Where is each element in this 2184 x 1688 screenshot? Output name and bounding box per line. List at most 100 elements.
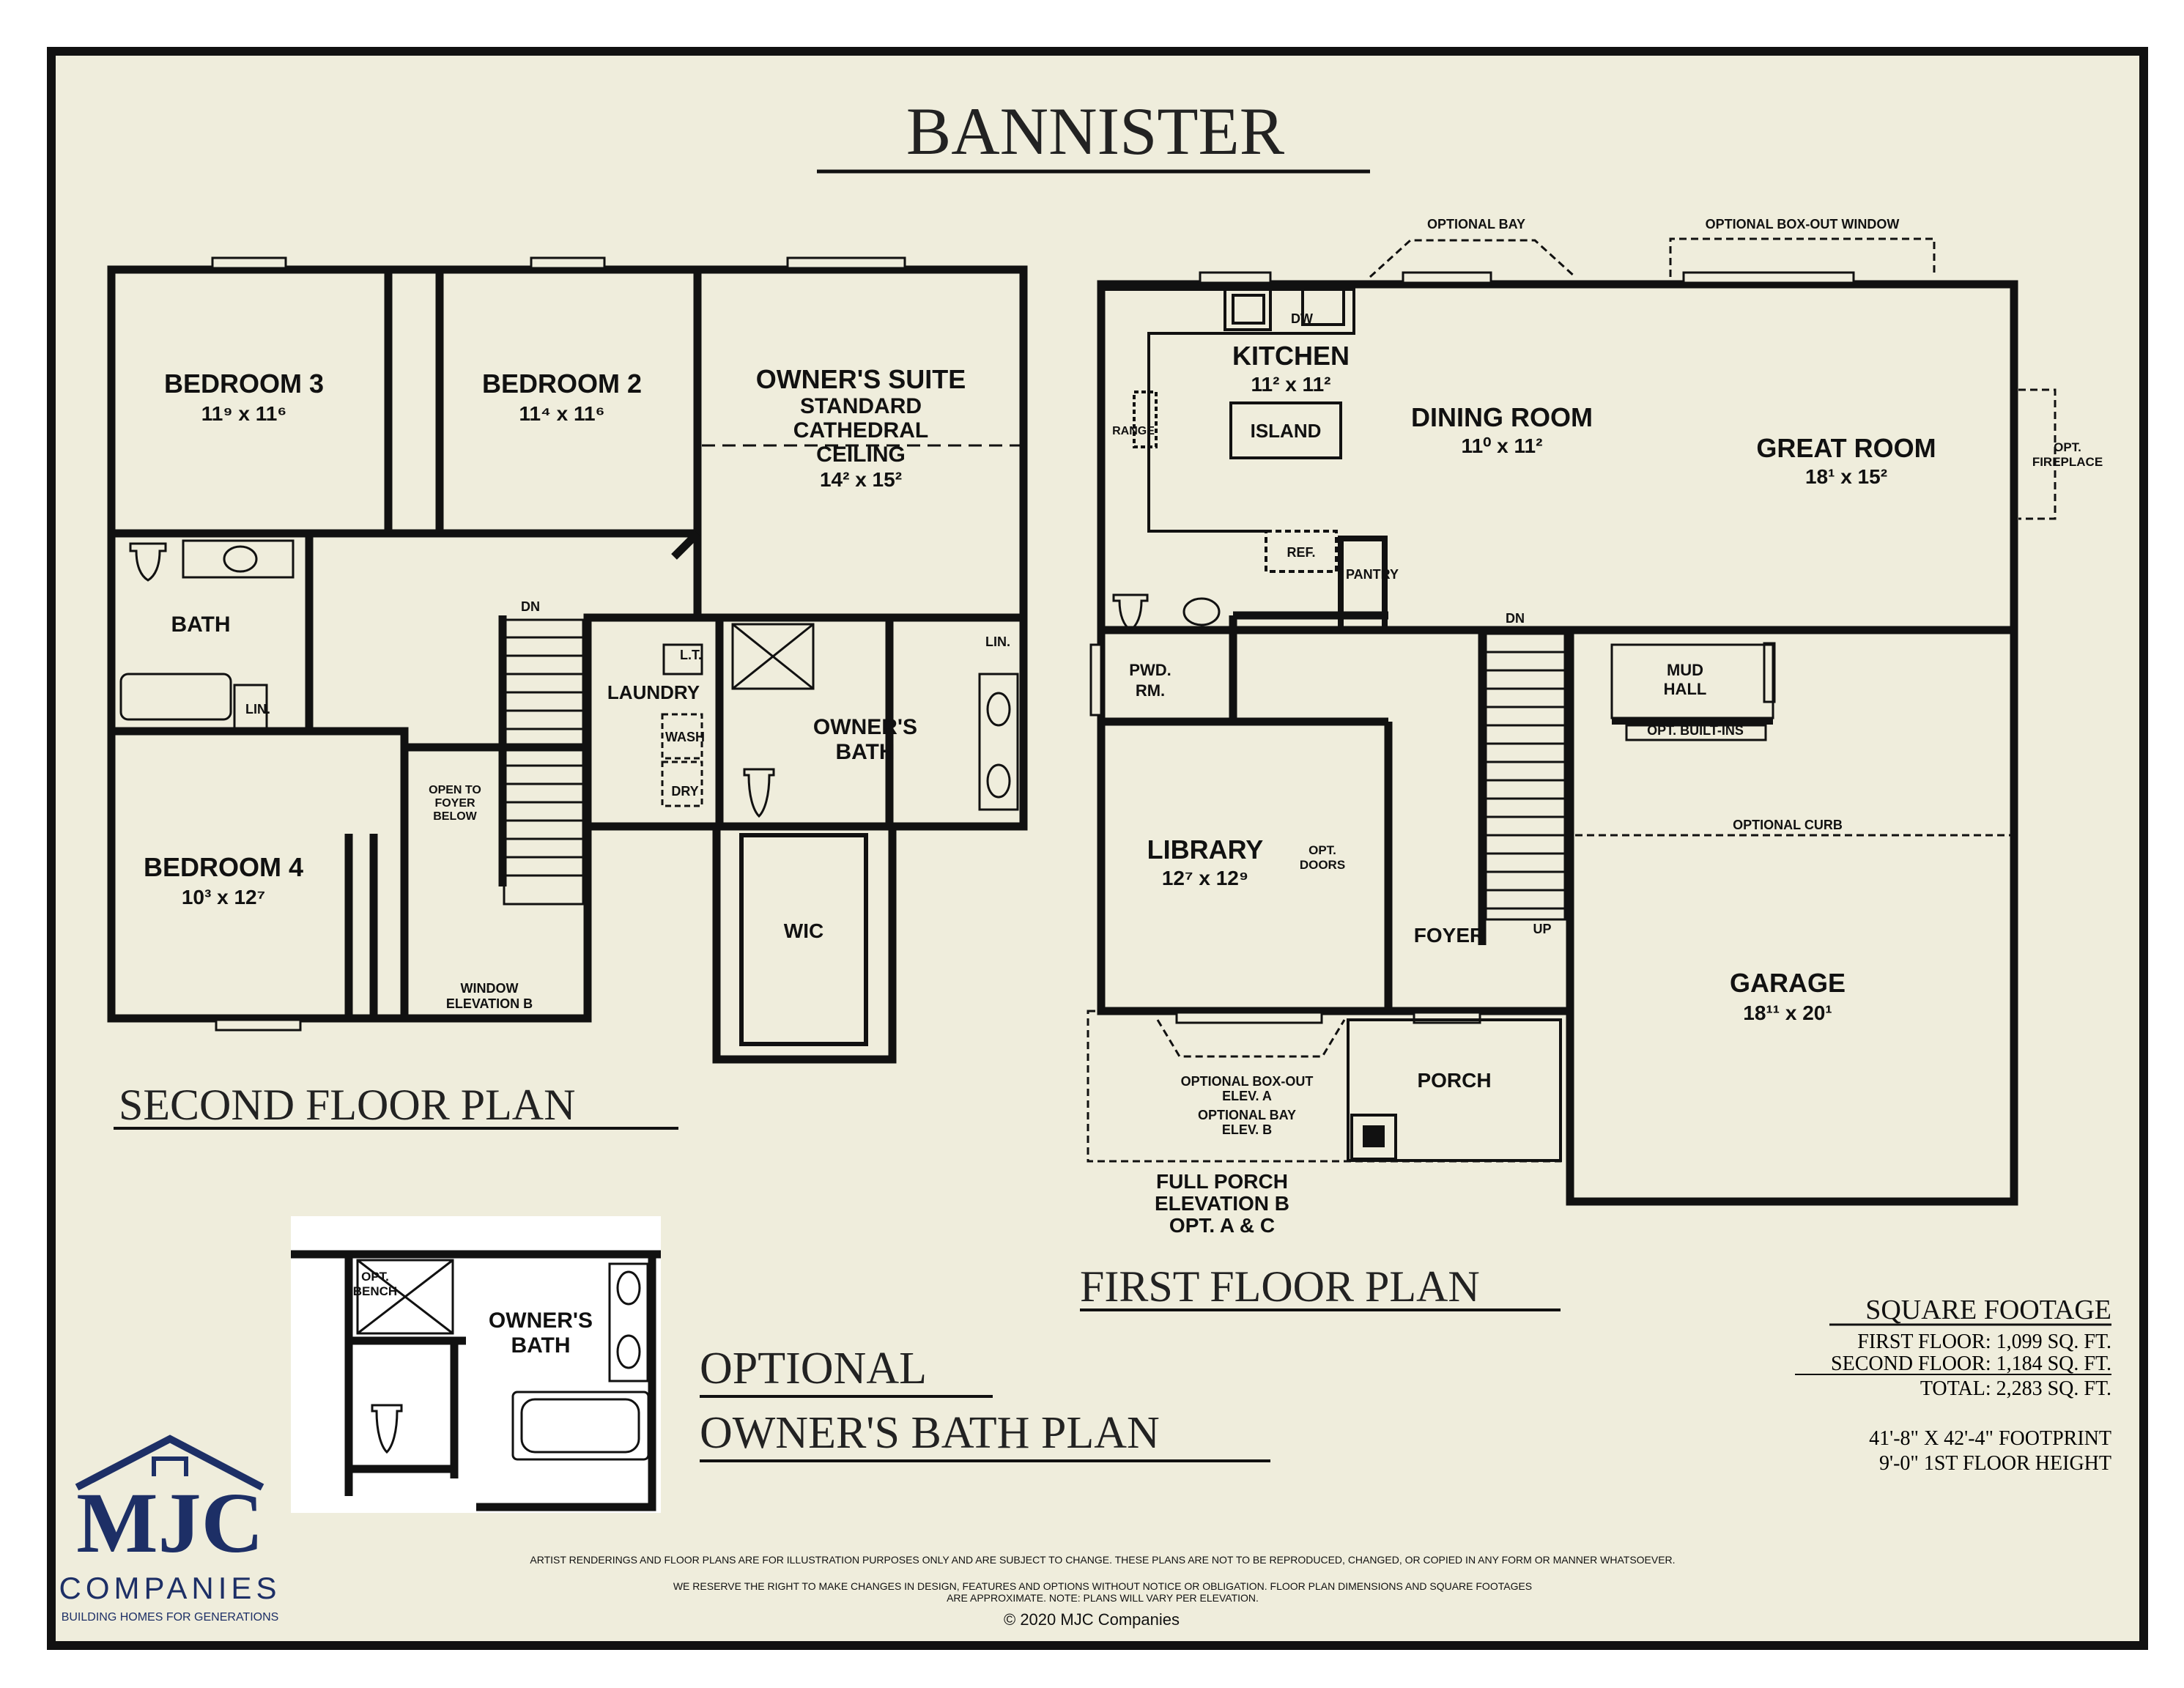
- up-label: UP: [1533, 922, 1551, 936]
- disclaimer-line2: WE RESERVE THE RIGHT TO MAKE CHANGES IN …: [673, 1580, 1532, 1592]
- second-floor-stairs: [503, 618, 585, 906]
- lin-label-2: LIN.: [985, 634, 1010, 649]
- dining-label: DINING ROOM: [1411, 402, 1593, 432]
- owners-suite-dim: 14² x 15²: [820, 468, 902, 491]
- owners-suite-line4: CEILING: [816, 443, 906, 467]
- owners-suite-line3: CATHEDRAL: [793, 418, 928, 443]
- optional-bay-label: OPTIONAL BAY: [1427, 217, 1525, 232]
- boxout-note-4: ELEV. B: [1222, 1122, 1272, 1137]
- laundry-label: LAUNDRY: [607, 681, 700, 703]
- sqft-heading: SQUARE FOOTAGE: [1865, 1295, 2111, 1325]
- opt-doors-label-2: DOORS: [1300, 858, 1345, 872]
- disclaimer-line3: ARE APPROXIMATE. NOTE: PLANS WILL VARY P…: [947, 1592, 1259, 1604]
- pantry-label: PANTRY: [1346, 567, 1399, 582]
- boxout-note-2: ELEV. A: [1222, 1089, 1272, 1103]
- first-floor-optional-dashed: [1087, 237, 2057, 1163]
- first-floor-stairs: [1484, 632, 1566, 921]
- wall: [1338, 536, 1388, 633]
- owners-bath-label-2: BATH: [835, 740, 895, 764]
- great-dim: 18¹ x 15²: [1805, 465, 1887, 488]
- lt-label: L.T.: [680, 648, 702, 662]
- dn-label-1st: DN: [1506, 611, 1525, 626]
- fireplace-label-1: OPT.: [2054, 440, 2081, 454]
- window-elev-1: WINDOW: [461, 981, 519, 996]
- optional-bath-heading-1: OPTIONAL: [700, 1344, 927, 1393]
- sqft-second: SECOND FLOOR: 1,184 SQ. FT.: [1831, 1352, 2111, 1375]
- mud-hall-label-2: HALL: [1664, 680, 1707, 698]
- full-porch-1: FULL PORCH: [1156, 1170, 1288, 1193]
- copyright: © 2020 MJC Companies: [1004, 1610, 1180, 1629]
- optional-bath-fixtures: [356, 1259, 650, 1461]
- garage-dim: 18¹¹ x 20¹: [1743, 1002, 1832, 1024]
- bath-label: BATH: [171, 612, 230, 637]
- owners-suite-label: OWNER'S SUITE: [756, 364, 966, 394]
- pwd-label-1: PWD.: [1129, 661, 1171, 679]
- bedroom4-label: BEDROOM 4: [144, 852, 303, 882]
- optional-bath-plan: [291, 1250, 661, 1511]
- wic-label: WIC: [784, 919, 823, 942]
- owners-suite-line2: STANDARD: [800, 394, 922, 418]
- garage-label: GARAGE: [1730, 968, 1846, 998]
- logo-companies: COMPANIES: [59, 1571, 281, 1605]
- owners-bath-label-1: OWNER'S: [813, 715, 917, 739]
- lin-label-1: LIN.: [245, 702, 270, 717]
- dry-label: DRY: [671, 784, 698, 799]
- logo-letters: MJC: [76, 1475, 264, 1571]
- opt-bench-label-2: BENCH: [353, 1284, 397, 1298]
- wall: [885, 613, 1028, 831]
- library-dim: 12⁷ x 12⁹: [1162, 867, 1248, 889]
- plan-title: BANNISTER: [906, 94, 1285, 169]
- sqft-first: FIRST FLOOR: 1,099 SQ. FT.: [1857, 1330, 2111, 1353]
- open-to-foyer-3: BELOW: [433, 810, 477, 823]
- open-to-foyer-2: FOYER: [434, 797, 475, 810]
- foyer-label: FOYER: [1414, 924, 1484, 947]
- wall: [1566, 626, 2018, 1206]
- ref-label: REF.: [1287, 545, 1315, 560]
- bedroom2-dim: 11⁴ x 11⁶: [519, 402, 604, 425]
- second-floor-plan: [107, 265, 1028, 1064]
- mud-hall-label-1: MUD: [1667, 661, 1703, 679]
- disclaimer-line1: ARTIST RENDERINGS AND FLOOR PLANS ARE FO…: [530, 1554, 1675, 1566]
- great-label: GREAT ROOM: [1756, 433, 1936, 463]
- optional-bath-heading-2: OWNER'S BATH PLAN: [700, 1408, 1160, 1458]
- mjc-logo: MJC COMPANIES BUILDING HOMES FOR GENERAT…: [59, 1435, 281, 1624]
- first-floor-fixtures: [1112, 593, 1776, 741]
- optional-curb-label: OPTIONAL CURB: [1733, 818, 1843, 832]
- full-porch-3: OPT. A & C: [1169, 1214, 1275, 1237]
- opt-bench-label-1: OPT.: [361, 1270, 389, 1284]
- library-label: LIBRARY: [1147, 834, 1264, 865]
- first-floor-heading: FIRST FLOOR PLAN: [1080, 1262, 1480, 1311]
- first-floor-plan: [1097, 280, 2018, 1206]
- wall: [739, 833, 868, 1046]
- range-label: RANGE: [1112, 425, 1155, 437]
- sqft-height: 9'-0" 1ST FLOOR HEIGHT: [1879, 1452, 2111, 1475]
- wall: [671, 530, 700, 560]
- opt-owners-bath-2: BATH: [511, 1333, 570, 1358]
- wash-label: WASH: [665, 730, 705, 744]
- wall: [712, 822, 897, 1064]
- full-porch-2: ELEVATION B: [1155, 1192, 1289, 1215]
- optional-boxout-label: OPTIONAL BOX-OUT WINDOW: [1706, 217, 1900, 232]
- second-floor-heading: SECOND FLOOR PLAN: [119, 1081, 575, 1129]
- island-label: ISLAND: [1251, 420, 1322, 442]
- kitchen-counters: [1105, 288, 1355, 573]
- sqft-footprint: 41'-8" X 42'-4" FOOTPRINT: [1869, 1427, 2111, 1450]
- second-floor-windows: [211, 256, 906, 1032]
- window-elev-2: ELEVATION B: [446, 996, 533, 1011]
- sqft-total: TOTAL: 2,283 SQ. FT.: [1920, 1377, 2111, 1400]
- builtins-label: OPT. BUILT-INS: [1647, 723, 1744, 738]
- dn-label-2nd: DN: [521, 599, 540, 614]
- dw-label: DW: [1291, 311, 1313, 326]
- second-floor-fixtures: [119, 539, 1019, 818]
- boxout-note-3: OPTIONAL BAY: [1198, 1108, 1296, 1122]
- bedroom3-dim: 11⁹ x 11⁶: [201, 402, 287, 425]
- kitchen-dim: 11² x 11²: [1251, 373, 1331, 396]
- porch: [1347, 1018, 1562, 1162]
- porch-label: PORCH: [1417, 1069, 1491, 1092]
- opt-owners-bath-1: OWNER'S: [489, 1308, 593, 1333]
- opt-doors-label-1: OPT.: [1308, 843, 1336, 857]
- boxout-note-1: OPTIONAL BOX-OUT: [1181, 1074, 1314, 1089]
- bedroom4-dim: 10³ x 12⁷: [182, 886, 265, 908]
- fireplace-label-2: FIREPLACE: [2032, 455, 2103, 469]
